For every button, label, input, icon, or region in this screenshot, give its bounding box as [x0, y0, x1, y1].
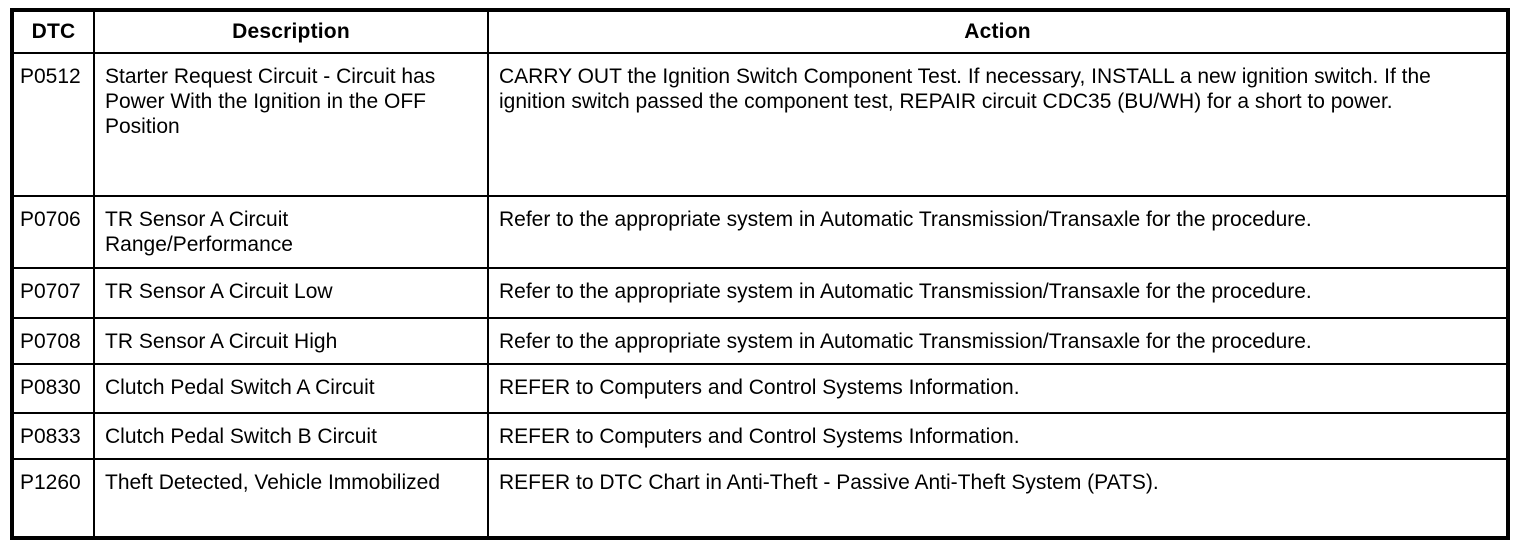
cell-dtc: P0707: [11, 267, 95, 319]
cell-action: Refer to the appropriate system in Autom…: [487, 317, 1509, 365]
cell-dtc: P0833: [11, 412, 95, 460]
cell-action: REFER to DTC Chart in Anti-Theft - Passi…: [487, 458, 1509, 539]
column-header-action: Action: [487, 9, 1509, 54]
cell-action: REFER to Computers and Control Systems I…: [487, 412, 1509, 460]
cell-dtc: P0706: [11, 195, 95, 269]
cell-action: CARRY OUT the Ignition Switch Component …: [487, 52, 1509, 197]
cell-dtc: P1260: [11, 458, 95, 539]
header-row: DTC Description Action: [11, 9, 1509, 54]
cell-action: REFER to Computers and Control Systems I…: [487, 363, 1509, 414]
cell-dtc: P0512: [11, 52, 95, 197]
cell-description: TR Sensor A Circuit Range/Performance: [93, 195, 489, 269]
cell-description: Theft Detected, Vehicle Immobilized: [93, 458, 489, 539]
cell-dtc: P0830: [11, 363, 95, 414]
cell-action: Refer to the appropriate system in Autom…: [487, 267, 1509, 319]
column-header-dtc: DTC: [11, 9, 95, 54]
cell-dtc: P0708: [11, 317, 95, 365]
cell-description: Clutch Pedal Switch A Circuit: [93, 363, 489, 414]
cell-description: Starter Request Circuit - Circuit has Po…: [93, 52, 489, 197]
cell-description: TR Sensor A Circuit Low: [93, 267, 489, 319]
column-header-description: Description: [93, 9, 489, 54]
cell-description: Clutch Pedal Switch B Circuit: [93, 412, 489, 460]
cell-action: Refer to the appropriate system in Autom…: [487, 195, 1509, 269]
dtc-table-header: DTC Description Action: [11, 9, 1509, 54]
cell-description: TR Sensor A Circuit High: [93, 317, 489, 365]
